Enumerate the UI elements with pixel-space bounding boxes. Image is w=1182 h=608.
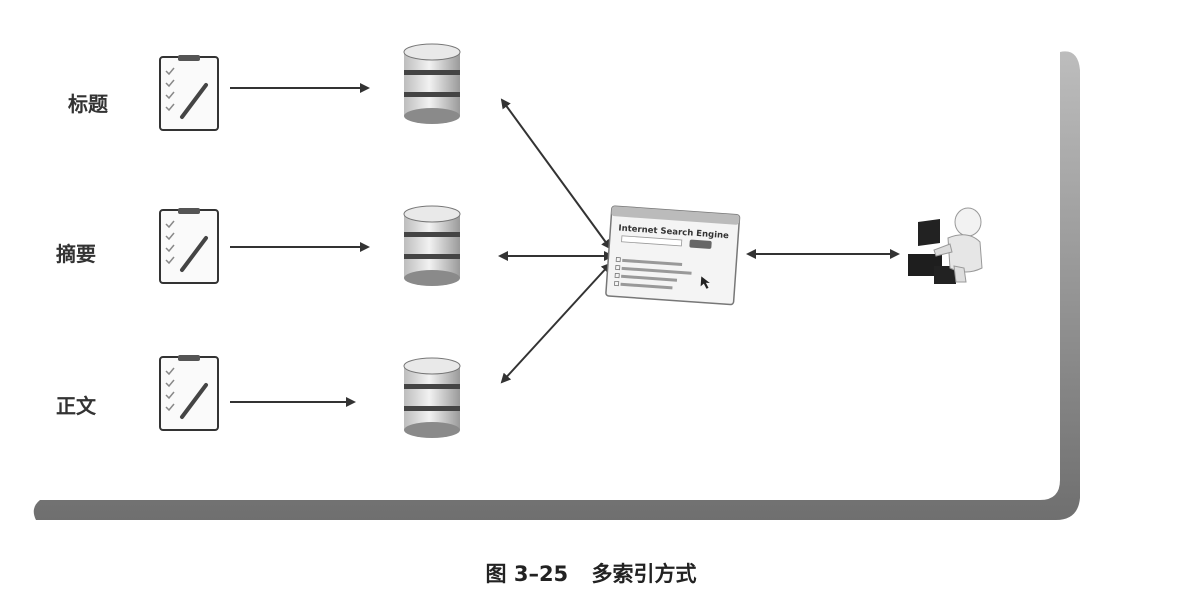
figure-caption: 图 3–25 多索引方式	[0, 558, 1182, 588]
figure-number: 图 3–25	[485, 562, 569, 586]
database-icon-body	[403, 357, 461, 438]
document-icon-abstract	[159, 208, 219, 284]
document-icon-body	[159, 355, 219, 431]
user-at-computer-icon	[908, 207, 983, 284]
arrow-index-title-search	[500, 98, 612, 250]
database-icon-title	[403, 43, 461, 124]
row-label-body: 正文	[56, 394, 96, 418]
row-label-title: 标题	[68, 92, 108, 116]
search-engine-window: Internet Search Engine	[605, 205, 741, 306]
row-label-abstract: 摘要	[56, 242, 96, 266]
figure-title: 多索引方式	[591, 562, 697, 586]
database-icon-abstract	[403, 205, 461, 286]
document-icon-title	[159, 55, 219, 131]
arrow-index-body-search	[500, 262, 612, 384]
